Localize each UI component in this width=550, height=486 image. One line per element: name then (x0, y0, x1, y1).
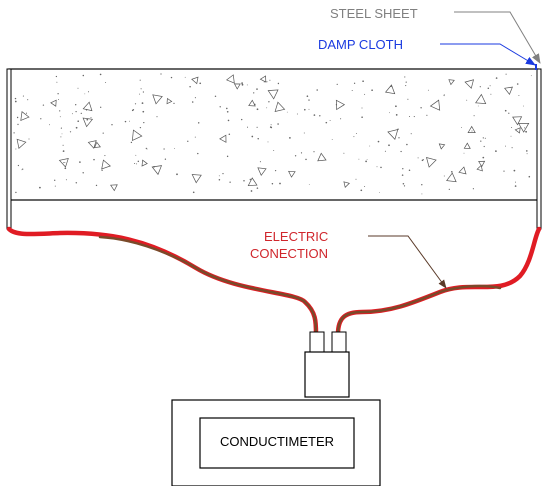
right-wire-inner (336, 284, 502, 336)
conductimeter-label: CONDUCTIMETER (220, 434, 334, 449)
plug-pin-left (309, 331, 325, 353)
concrete-specimen (8, 68, 539, 201)
callouts: STEEL SHEET DAMP CLOTH ELECTRIC CONECTIO… (250, 6, 541, 289)
steel-sheet-label: STEEL SHEET (330, 6, 418, 21)
damp-cloth-leader (440, 43, 536, 66)
left-steel-sheet (6, 68, 12, 230)
right-wire-outer (335, 226, 542, 337)
electric-connection-leader (368, 235, 447, 289)
damp-cloth-label: DAMP CLOTH (318, 37, 403, 52)
right-steel-sheet (536, 68, 542, 230)
left-wire-outer (6, 226, 319, 337)
concrete-block (8, 68, 539, 201)
connector-plug (304, 331, 350, 398)
electric-wires (6, 226, 542, 337)
plug-body (304, 351, 350, 398)
left-wire-inner (98, 235, 318, 336)
right-damp-cloth (535, 64, 537, 70)
conductimeter-display (199, 417, 355, 469)
left-electrode (6, 68, 12, 230)
electric-connection-label-line1: ELECTRIC (264, 229, 328, 244)
steel-sheet-leader (454, 11, 541, 64)
concrete-aggregate-texture (13, 73, 532, 195)
conductimeter-device: CONDUCTIMETER (171, 399, 381, 486)
electric-connection-label-line2: CONECTION (250, 246, 328, 261)
plug-pin-right (331, 331, 347, 353)
